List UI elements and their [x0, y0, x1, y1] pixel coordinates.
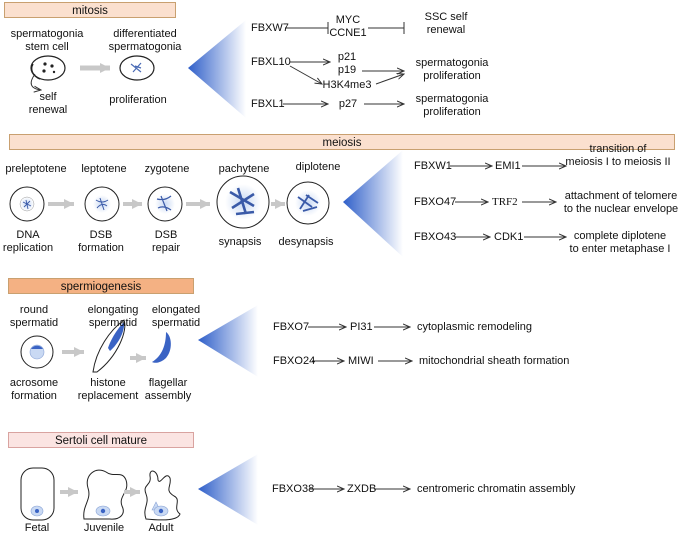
target-zxdb: ZXDB [347, 483, 377, 495]
spermiogenesis-header: spermiogenesis [8, 278, 194, 294]
differentiated-spermatogonia-cell [119, 55, 155, 81]
sertoli-wedge [198, 454, 258, 525]
effect-mitochondrial-sheath: mitochondrial sheath formation [419, 355, 570, 367]
gene-fbxo47: FBXO47 [414, 196, 457, 208]
elongated-spermatid-cell [150, 330, 172, 363]
desynapsis-label: desynapsis [278, 236, 334, 248]
effect-cytoplasmic-remodeling: cytoplasmic remodeling [417, 321, 532, 333]
adult-sertoli-cell [144, 470, 181, 521]
fetal-label: Fetal [24, 522, 50, 534]
proliferation-label: proliferation [109, 94, 167, 106]
gene-fbxo43: FBXO43 [414, 231, 457, 243]
preleptotene-label: preleptotene [5, 163, 67, 175]
fetal-sertoli-cell [20, 467, 55, 521]
preleptotene-cell [9, 186, 45, 222]
pachytene-label: pachytene [218, 163, 270, 175]
self-renewal-curve [30, 73, 41, 90]
sertoli-header: Sertoli cell mature [8, 432, 194, 448]
elongating-spermatid-cell [92, 319, 126, 373]
target-pi31: PI31 [350, 321, 373, 333]
gene-fbxo38: FBXO38 [272, 483, 315, 495]
adult-label: Adult [148, 522, 174, 534]
spermatogonia-stem-cell [30, 55, 66, 81]
target-emi1: EMI1 [495, 160, 521, 172]
leptotene-cell [84, 186, 120, 222]
zygotene-label: zygotene [144, 163, 190, 175]
round-spermatid-cell [20, 335, 54, 369]
spermiogenesis-wedge [198, 305, 258, 377]
juvenile-label: Juvenile [83, 522, 125, 534]
juvenile-sertoli-cell [83, 469, 128, 520]
target-cdk1: CDK1 [494, 231, 524, 243]
fbxl10-to-h3k4me3-arrow [289, 65, 322, 84]
gene-fbxl10: FBXL10 [251, 56, 291, 68]
target-h3k4me3: H3K4me3 [322, 79, 372, 91]
mitosis-header: mitosis [4, 2, 176, 18]
diplotene-cell [286, 181, 330, 225]
gene-fbxw1: FBXW1 [414, 160, 452, 172]
diplotene-label: diplotene [295, 161, 341, 173]
zygotene-cell [147, 186, 183, 222]
leptotene-label: leptotene [81, 163, 127, 175]
h3k4me3-to-proliferation-arrow [375, 74, 404, 85]
mitosis-wedge [188, 20, 246, 118]
gene-fbxw7: FBXW7 [251, 22, 289, 34]
pachytene-cell [216, 175, 270, 229]
effect-centromeric-chromatin: centromeric chromatin assembly [417, 483, 576, 495]
gene-fbxl1: FBXL1 [251, 98, 285, 110]
gene-fbxo7: FBXO7 [273, 321, 310, 333]
target-trf2: TRF2 [492, 196, 518, 208]
target-p27: p27 [338, 98, 358, 110]
target-miwi: MIWI [348, 355, 374, 367]
gene-fbxo24: FBXO24 [273, 355, 316, 367]
meiosis-header: meiosis [9, 134, 675, 150]
synapsis-label: synapsis [218, 236, 262, 248]
meiosis-wedge [343, 150, 403, 257]
